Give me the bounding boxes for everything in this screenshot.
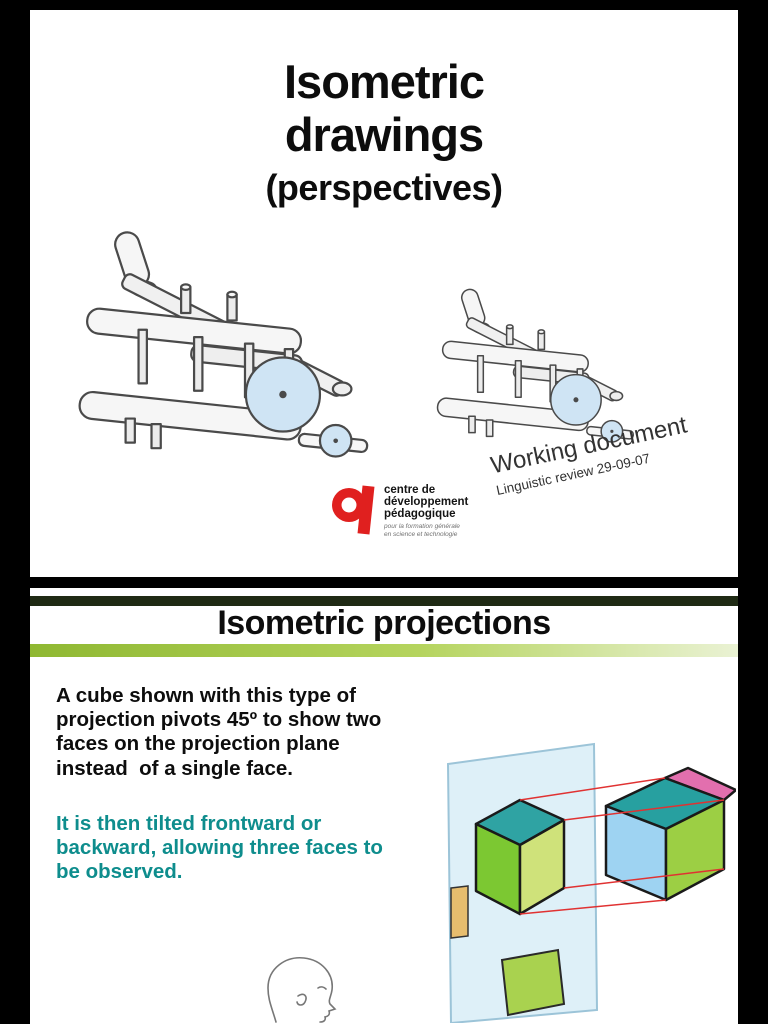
eye [317,986,327,990]
paragraph-line: It is then tilted frontward or [56,812,322,835]
page-title-line-1: Isometric [284,55,485,108]
logo-name-line: développement [384,496,469,509]
cdp-logo-text: centre de développement pédagogique pour… [384,484,468,539]
slide-2-title: Isometric projections [217,604,551,642]
orange-tab [450,885,469,939]
isometric-projection-illustration [446,742,736,1023]
pivoted-cube [474,798,566,916]
projection-description-paragraph: A cube shown with this type of projectio… [56,684,381,781]
biplane-drawing-right [435,286,635,443]
slide-1-title-block: Isometric drawings (perspectives) [30,55,738,209]
biplane-drawing-left [77,228,369,458]
title-band-gradient [30,644,738,657]
paragraph-line: faces on the projection plane [56,732,340,756]
logo-tagline: en science et technologie [384,530,458,538]
logo-name-line: pédagogique [384,508,456,521]
slide-1: Isometric drawings (perspectives) [30,10,738,577]
paragraph-line: A cube shown with this type of [56,684,356,707]
cdp-logo-mark [332,485,375,535]
logo-name-line: centre de [384,484,436,496]
paragraph-line: projection pivots 45º to show two [56,708,382,732]
logo-tagline: pour la formation générale [384,523,460,531]
cdp-logo: centre de développement pédagogique pour… [330,484,468,539]
paragraph-line: instead of a single face. [56,756,293,780]
slide-2: Isometric projections A cube shown with … [30,588,738,1024]
green-flat-shape [500,948,566,1017]
tilted-cube [604,766,736,902]
head-outline [267,957,337,1023]
projection-lines [519,777,725,915]
page-subtitle: (perspectives) [265,167,503,209]
observer-head-drawing [267,957,337,1023]
ear [296,993,307,1006]
title-band-dark [30,596,738,606]
paragraph-line: be observed. [56,860,183,884]
tilt-description-paragraph: It is then tilted frontward or backward,… [56,812,383,885]
paragraph-line: backward, allowing three faces to [56,836,383,860]
page-title-line-2: drawings [284,107,484,161]
